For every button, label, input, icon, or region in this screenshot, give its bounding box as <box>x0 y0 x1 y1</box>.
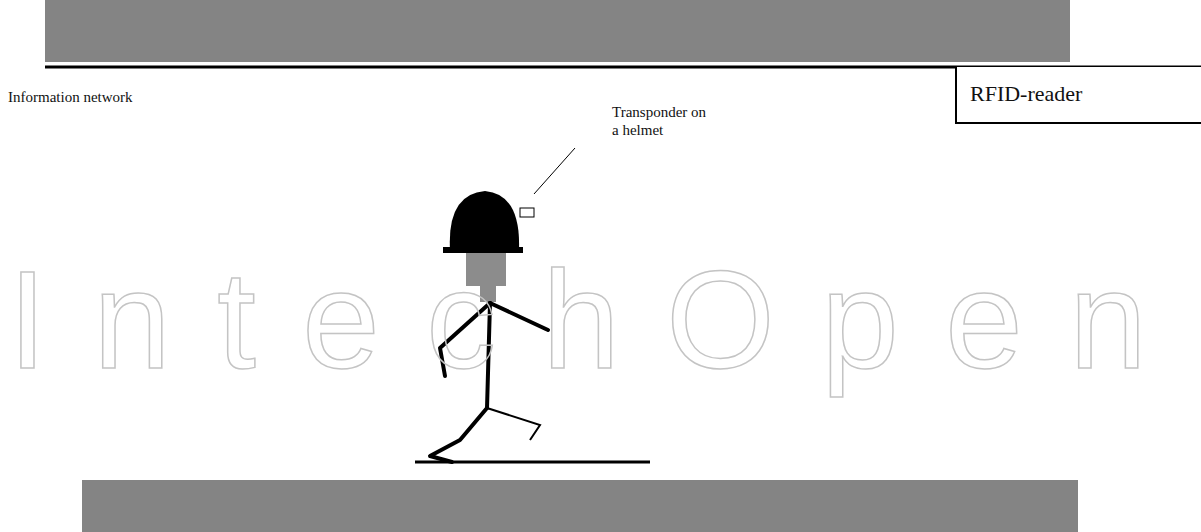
helmet <box>450 191 519 250</box>
transponder-label: Transponder on a helmet <box>612 103 712 139</box>
reader-box: RFID-reader <box>955 67 1201 124</box>
top-band <box>45 0 1070 62</box>
watermark: IntechOpen <box>8 250 1193 390</box>
right-leg <box>487 408 540 440</box>
left-leg <box>430 408 487 462</box>
bottom-band <box>82 480 1078 532</box>
transponder <box>520 208 534 217</box>
reader-label: RFID-reader <box>970 81 1193 107</box>
network-label: Information network <box>8 88 133 106</box>
leader-line <box>534 148 575 194</box>
